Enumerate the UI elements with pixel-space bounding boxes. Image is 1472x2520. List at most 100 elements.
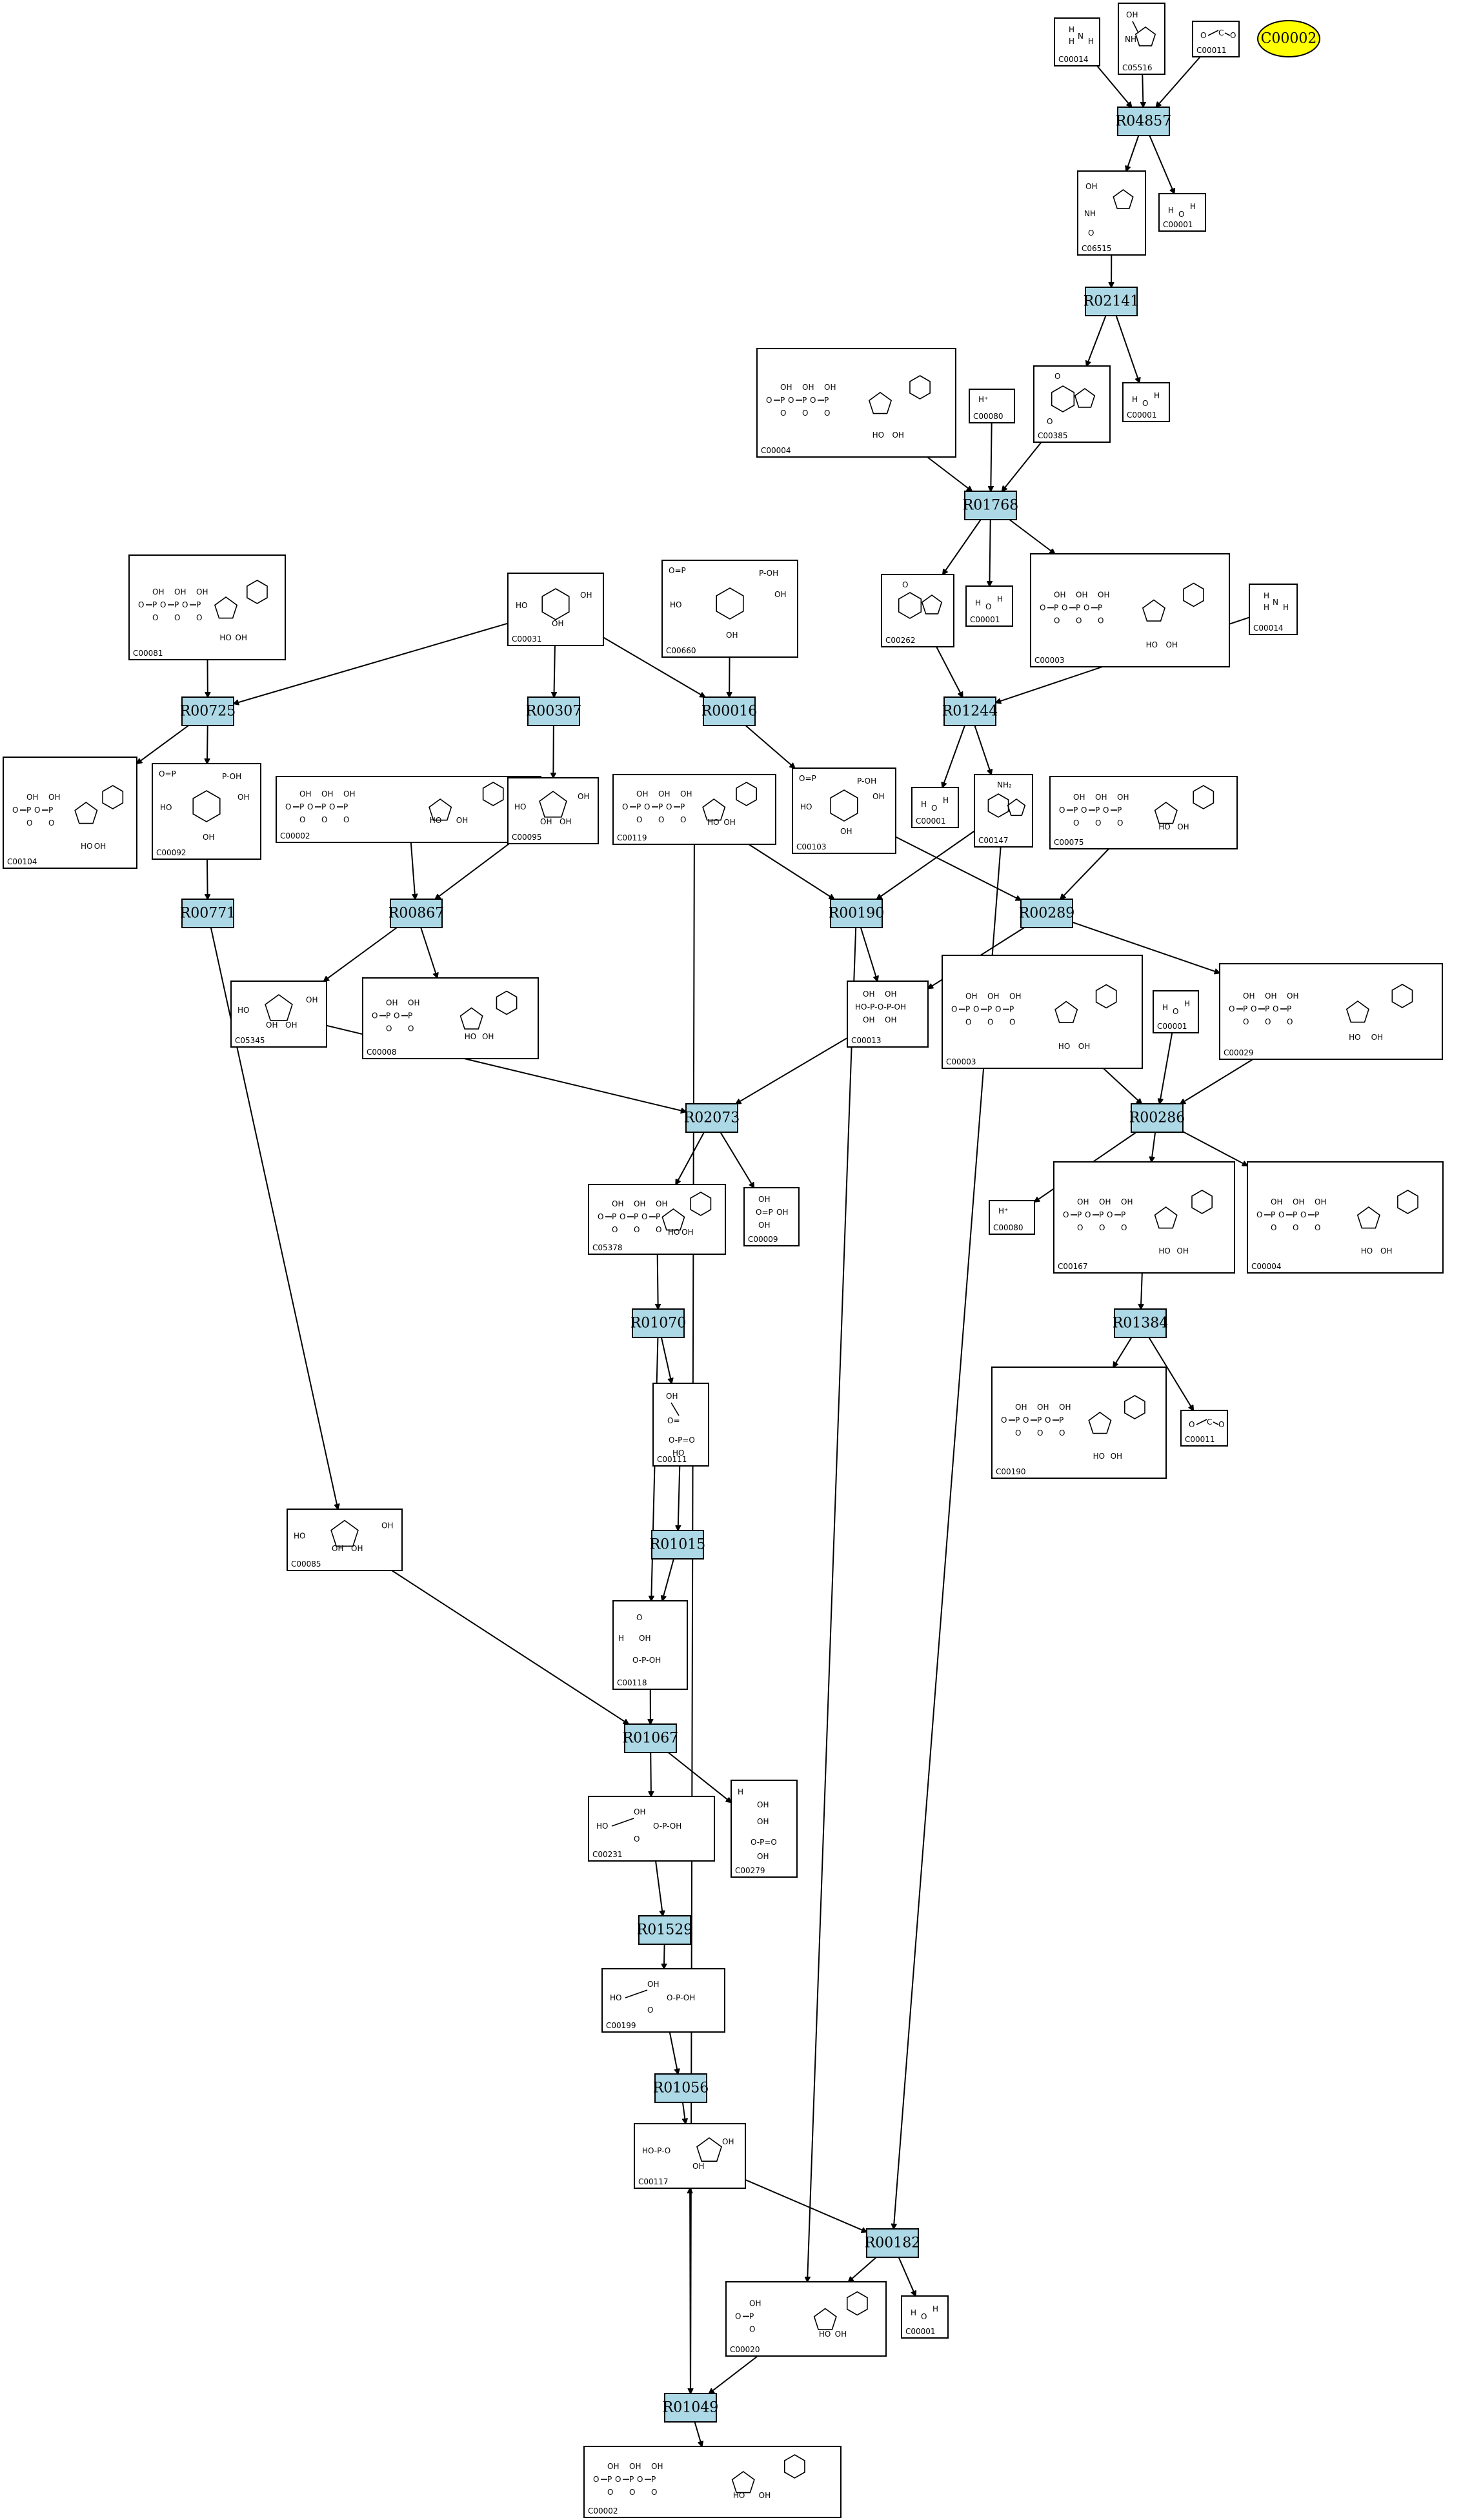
edge-R01049-c00002_b [694,2421,702,2446]
reaction-r01067[interactable]: R01067 [623,1723,679,1753]
reaction-r00190[interactable]: R00190 [829,899,885,928]
svg-text:O: O [1278,1210,1284,1219]
edge-R04857-c06515 [1126,135,1140,171]
svg-text:O: O [152,613,158,622]
svg-text:O: O [735,2312,741,2321]
reaction-r00289[interactable]: R00289 [1019,899,1075,928]
svg-text:OH: OH [987,992,999,1001]
reaction-r00307[interactable]: R00307 [526,696,582,726]
reaction-r01384[interactable]: R01384 [1113,1308,1169,1338]
svg-text:OH: OH [94,842,106,851]
edge-R00725-c00104 [137,725,189,764]
highlight-node[interactable]: C00002 [1257,20,1320,57]
edge-R01768-c00001_c [989,519,990,586]
reaction-r01049[interactable]: R01049 [663,2393,719,2423]
reaction-r01768[interactable]: R01768 [963,491,1019,520]
svg-text:P: P [1059,1416,1064,1425]
svg-text:O: O [612,1225,618,1234]
reaction-r01015[interactable]: R01015 [650,1530,706,1560]
reaction-r01070[interactable]: R01070 [630,1308,687,1338]
reaction-r02073[interactable]: R02073 [684,1103,740,1133]
reaction-r00016[interactable]: R00016 [701,696,758,726]
reaction-r00771[interactable]: R00771 [180,899,236,928]
reaction-r00182[interactable]: R00182 [865,2228,921,2258]
svg-text:O: O [802,409,808,418]
reaction-r00867[interactable]: R00867 [388,899,445,928]
svg-text:OH: OH [636,789,648,798]
edge-R02073-c05378 [676,1132,705,1184]
svg-text:HO: HO [1058,1042,1070,1051]
svg-text:HO: HO [800,802,812,811]
edge-c00167-R01384 [1141,1272,1142,1309]
reaction-r00286[interactable]: R00286 [1129,1103,1185,1133]
compound-c00080[interactable]: H⁺C00080 [989,1200,1035,1235]
reaction-r01056[interactable]: R01056 [653,2073,709,2103]
svg-text:O: O [780,409,786,418]
svg-text:P: P [651,2475,656,2484]
reaction-r01529[interactable]: R01529 [637,1915,693,1945]
svg-text:O: O [788,396,794,405]
compound-c00080[interactable]: H⁺C00080 [969,389,1015,423]
reaction-label: R01070 [630,1316,687,1332]
svg-text:OH: OH [1078,1042,1090,1051]
reaction-label: R01015 [650,1537,706,1553]
compound-label: C00080 [973,412,1003,421]
reaction-r04857[interactable]: R04857 [1116,107,1172,136]
svg-text:OH: OH [174,587,186,596]
reaction-r02141[interactable]: R02141 [1084,287,1140,316]
svg-text:OH: OH [1111,1452,1122,1461]
reaction-r01244[interactable]: R01244 [942,696,998,726]
reaction-r00725[interactable]: R00725 [180,696,236,726]
svg-text:O: O [902,580,908,589]
